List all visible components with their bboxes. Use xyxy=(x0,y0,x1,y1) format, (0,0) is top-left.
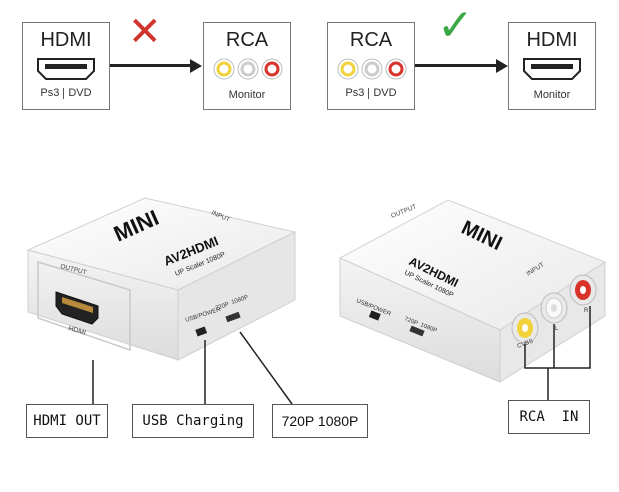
front-resolution-switch xyxy=(225,311,241,323)
front-switch-b-label: 1080P xyxy=(231,295,249,306)
front-usb-port xyxy=(195,326,208,337)
cross-mark: ✕ xyxy=(128,9,162,55)
hdmi-monitor-box: HDMI Monitor xyxy=(508,22,596,110)
back-resolution-switch xyxy=(409,325,425,337)
jack-l-label: L xyxy=(555,326,559,332)
front-switch-a-label: 720P xyxy=(215,302,230,312)
arrow-head-2 xyxy=(496,59,508,73)
front-right-face xyxy=(177,231,296,361)
device-dvd-label: DVD xyxy=(373,87,397,99)
front-hdmi-label: HDMI xyxy=(67,325,86,337)
rca-jacks-icon xyxy=(213,58,283,80)
rca-monitor-subtitle: Monitor xyxy=(228,89,266,101)
check-mark: ✓ xyxy=(437,0,474,51)
hdmi-monitor-subtitle: Monitor xyxy=(533,89,571,101)
hdmi-port-icon xyxy=(523,58,581,80)
device-ps3-label: Ps3 xyxy=(40,87,60,99)
resolution-callout: 720P 1080P xyxy=(272,404,368,438)
rca-source-title: RCA xyxy=(349,29,393,51)
hdmi-source-subtitle: Ps3 DVD xyxy=(23,87,109,99)
arrow-head-1 xyxy=(190,59,202,73)
back-usb-port xyxy=(368,310,381,321)
rca-white-jack xyxy=(540,292,568,324)
rca-monitor-title: RCA xyxy=(225,29,269,51)
rca-red-jack xyxy=(569,274,597,306)
usb-charging-callout: USB Charging xyxy=(132,404,254,438)
hdmi-monitor-title: HDMI xyxy=(526,29,578,51)
arrow-line-1 xyxy=(110,64,192,67)
rca-monitor-box: RCA Monitor xyxy=(203,22,291,110)
rca-yellow-jack xyxy=(511,312,539,344)
back-switch-a-label: 720P xyxy=(403,316,418,327)
hdmi-out-callout: HDMI OUT xyxy=(26,404,108,438)
device-dvd-label: DVD xyxy=(68,87,92,99)
rca-jacks-icon xyxy=(337,58,407,80)
device-ps3-label: Ps3 xyxy=(345,87,365,99)
rca-source-subtitle: Ps3 DVD xyxy=(328,87,414,99)
hdmi-source-box: HDMI Ps3 DVD xyxy=(22,22,110,110)
rca-source-box: RCA Ps3 DVD xyxy=(327,22,415,110)
hdmi-port-icon xyxy=(37,58,95,80)
jack-r-label: R xyxy=(584,308,589,314)
rca-in-callout: RCA IN xyxy=(508,400,590,434)
arrow-line-2 xyxy=(415,64,498,67)
hdmi-source-title: HDMI xyxy=(40,29,92,51)
back-output-label: OUTPUT xyxy=(390,203,417,220)
